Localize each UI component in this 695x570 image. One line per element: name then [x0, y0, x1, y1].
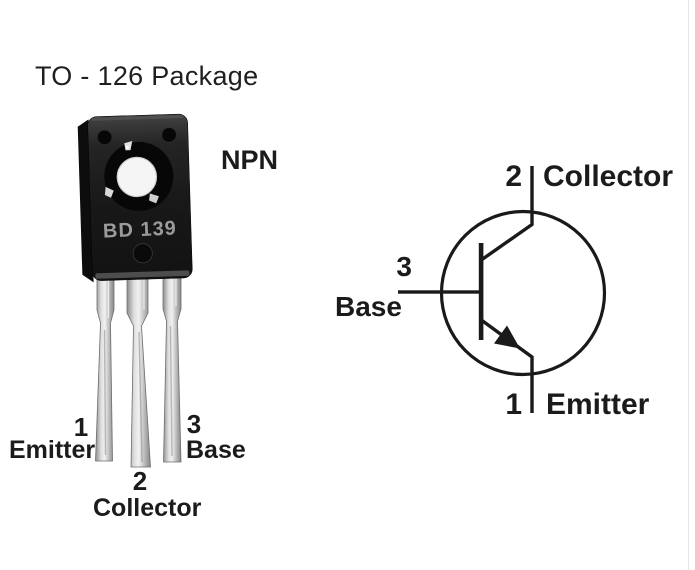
symbol-collector-number: 2 — [505, 160, 522, 193]
corner-dimple-left — [96, 129, 113, 146]
metal-glint-left — [104, 186, 114, 198]
pin1-number: 1 — [73, 412, 89, 442]
symbol-emitter-arrow — [494, 325, 520, 349]
mounting-hole — [116, 156, 158, 198]
corner-dimple-right — [161, 127, 177, 143]
package-photo — [77, 113, 193, 283]
package-top-highlight — [91, 114, 184, 121]
symbol-emitter-lead — [480, 319, 534, 413]
symbol-collector-name: Collector — [543, 160, 674, 193]
transistor-type-label: NPN — [221, 145, 279, 175]
symbol-emitter-name: Emitter — [546, 388, 650, 421]
pin-legs — [95, 272, 182, 468]
lower-dimple — [132, 243, 153, 264]
pin2-number: 2 — [132, 466, 148, 496]
package-bottom-edge — [95, 270, 190, 279]
pin3-number: 3 — [186, 409, 202, 439]
part-marking: BD 139 — [102, 217, 178, 243]
pin-leg-collector — [126, 272, 151, 468]
symbol-base-bar — [478, 243, 484, 340]
symbol-base-lead — [398, 290, 479, 294]
pin2-name: Collector — [93, 494, 202, 522]
symbol-emitter-number: 1 — [505, 388, 522, 421]
pin1-name: Emitter — [9, 436, 96, 464]
pin3-name: Base — [186, 436, 246, 464]
symbol-base-name: Base — [335, 291, 402, 322]
scan-edge-artifact — [688, 0, 689, 570]
pin-leg-base — [162, 272, 182, 463]
metal-glint-right — [149, 193, 159, 204]
metal-glint-dot — [125, 145, 129, 149]
npn-symbol — [398, 166, 607, 413]
symbol-collector-lead — [481, 166, 534, 261]
diagram-title: TO - 126 Package — [35, 61, 259, 91]
symbol-base-number: 3 — [396, 251, 412, 282]
